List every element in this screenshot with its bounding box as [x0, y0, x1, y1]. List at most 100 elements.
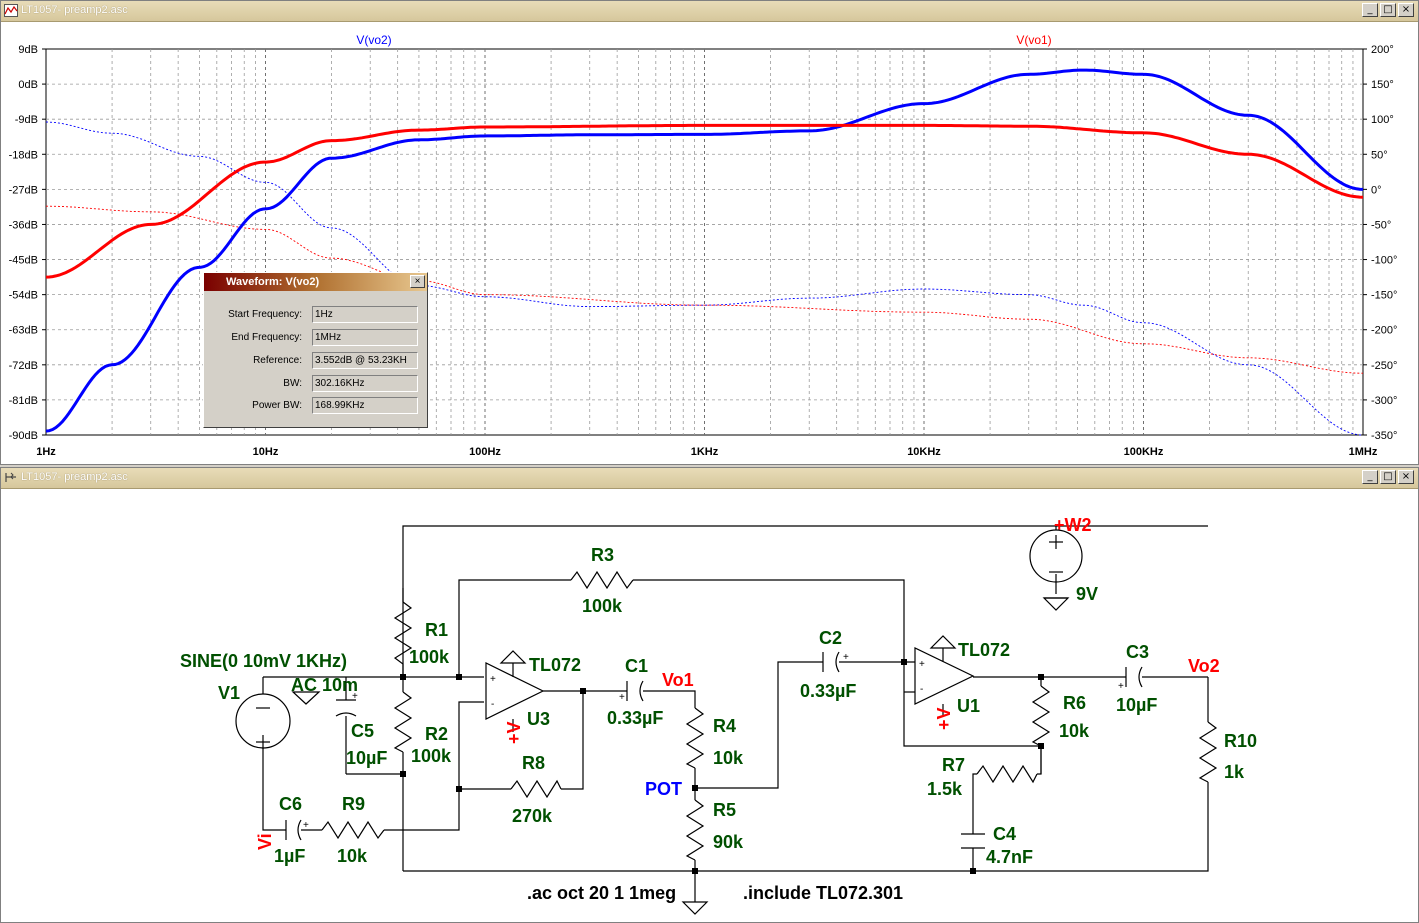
resistor-r4[interactable] [685, 707, 705, 769]
y-left-tick-label: 0dB [18, 79, 38, 91]
label-c6: C6 [279, 794, 302, 814]
label-c2-value: 0.33µF [800, 681, 856, 701]
label-r9: R9 [342, 794, 365, 814]
reference-field[interactable]: 3.552dB @ 53.23KH [312, 352, 418, 369]
pin-mark: + [490, 674, 496, 685]
wire[interactable] [643, 690, 696, 708]
start-frequency-row: Start Frequency: 1Hz [204, 305, 429, 325]
wire[interactable] [403, 782, 1209, 872]
resistor-r1[interactable] [393, 601, 413, 677]
dialog-title: Waveform: V(vo2) [226, 276, 320, 288]
pin-mark: + [619, 692, 625, 703]
resistor-r2[interactable] [393, 691, 413, 753]
label-c3: C3 [1126, 642, 1149, 662]
power-bw-label: Power BW: [252, 400, 302, 411]
y-right-tick-label: -250° [1371, 360, 1397, 372]
wire[interactable] [262, 748, 286, 831]
capacitor-c6-plate [297, 819, 302, 841]
resistor-r3[interactable] [570, 570, 634, 590]
reference-label: Reference: [253, 355, 302, 366]
x-tick-label: 100KHz [1124, 446, 1164, 458]
dialog-close-button[interactable]: × [410, 275, 425, 288]
start-frequency-field[interactable]: 1Hz [312, 306, 418, 323]
power-bw-field[interactable]: 168.99KHz [312, 397, 418, 414]
trace-vvo1-magnitude[interactable] [45, 123, 1364, 279]
label-r3-value: 100k [582, 596, 623, 616]
close-button[interactable]: × [1398, 470, 1414, 484]
pin-mark: - [920, 684, 923, 695]
label-c1: C1 [625, 656, 648, 676]
trace-vvo2-magnitude[interactable] [45, 68, 1364, 433]
y-right-tick-label: 100° [1371, 114, 1394, 126]
resistor-r7[interactable] [976, 764, 1038, 784]
legend-v-vo1[interactable]: V(vo1) [1016, 33, 1051, 47]
resistor-r10[interactable] [1198, 721, 1218, 783]
close-button[interactable]: × [1398, 3, 1414, 17]
trace-vvo1-phase[interactable] [46, 205, 1363, 374]
y-right-tick-label: -300° [1371, 395, 1397, 407]
junction-dot [970, 868, 976, 874]
restore-button[interactable]: □ [1380, 3, 1396, 17]
resistor-r6[interactable] [1031, 685, 1051, 747]
schematic-icon [5, 472, 16, 482]
waveform-titlebar[interactable]: LT1057- preamp2.asc _ □ × [1, 1, 1418, 22]
x-tick-label: 10Hz [253, 446, 279, 458]
label-r1-value: 100k [409, 647, 450, 667]
ground-symbol [291, 691, 321, 705]
capacitor-c3-plate [1138, 666, 1143, 688]
pin-mark: + [919, 659, 925, 670]
wire[interactable] [561, 691, 584, 790]
opamp-u1[interactable] [914, 647, 975, 705]
x-tick-label: 1KHz [691, 446, 719, 458]
wire[interactable] [402, 525, 1208, 677]
wire[interactable] [458, 579, 571, 677]
bw-field[interactable]: 302.16KHz [312, 375, 418, 392]
supply-symbol [929, 635, 957, 649]
junction-dot [400, 771, 406, 777]
waveform-info-dialog: Waveform: V(vo2) × Start Frequency: 1Hz … [203, 272, 428, 428]
y-right-tick-label: 50° [1371, 149, 1388, 161]
wire[interactable] [384, 701, 484, 831]
y-right-tick-label: -100° [1371, 255, 1397, 267]
pin-mark: + [303, 820, 309, 831]
net-label-vo2: Vo2 [1188, 656, 1220, 676]
resistor-r9[interactable] [321, 820, 385, 840]
junction-dot [1038, 674, 1044, 680]
wire[interactable] [695, 661, 823, 789]
y-left-tick-label: 9dB [18, 44, 38, 56]
minimize-button[interactable]: _ [1362, 3, 1378, 17]
junction-dot [1038, 743, 1044, 749]
label-c3-value: 10µF [1116, 695, 1157, 715]
label-tl072-u3: TL072 [529, 655, 581, 675]
y-right-tick-label: 0° [1371, 184, 1382, 196]
opamp-u3[interactable] [485, 662, 545, 720]
wire[interactable] [633, 579, 905, 662]
capacitor-c5-plate [335, 712, 357, 717]
schematic-titlebar[interactable]: LT1057- preamp2.asc _ □ × [1, 468, 1418, 489]
label-c2: C2 [819, 628, 842, 648]
resistor-r5[interactable] [685, 799, 705, 861]
end-frequency-field[interactable]: 1MHz [312, 329, 418, 346]
resistor-r8[interactable] [510, 779, 562, 799]
x-tick-label: 100Hz [469, 446, 501, 458]
label-r7: R7 [942, 755, 965, 775]
reference-row: Reference: 3.552dB @ 53.23KH [204, 351, 429, 371]
schematic-window-title: LT1057- preamp2.asc [21, 471, 128, 483]
label-r6: R6 [1063, 693, 1086, 713]
wire[interactable] [1037, 746, 1042, 775]
label-sine: SINE(0 10mV 1KHz) [180, 651, 347, 671]
restore-button[interactable]: □ [1380, 470, 1396, 484]
minimize-button[interactable]: _ [1362, 470, 1378, 484]
wire[interactable] [903, 662, 1041, 747]
pin-mark: + [1118, 681, 1124, 692]
label-r3: R3 [591, 545, 614, 565]
capacitor-c2-plate [835, 651, 840, 673]
wire[interactable] [972, 773, 977, 834]
label-r4-value: 10k [713, 748, 744, 768]
label-r9-value: 10k [337, 846, 368, 866]
directive-include: .include TL072.301 [743, 883, 903, 903]
dialog-titlebar[interactable]: Waveform: V(vo2) × [204, 273, 427, 291]
schematic-canvas[interactable]: + - + - + + + + + R1 100k R2 100k R3 100… [1, 489, 1418, 923]
label-c5-value: 10µF [346, 748, 387, 768]
legend-v-vo2[interactable]: V(vo2) [356, 33, 391, 47]
